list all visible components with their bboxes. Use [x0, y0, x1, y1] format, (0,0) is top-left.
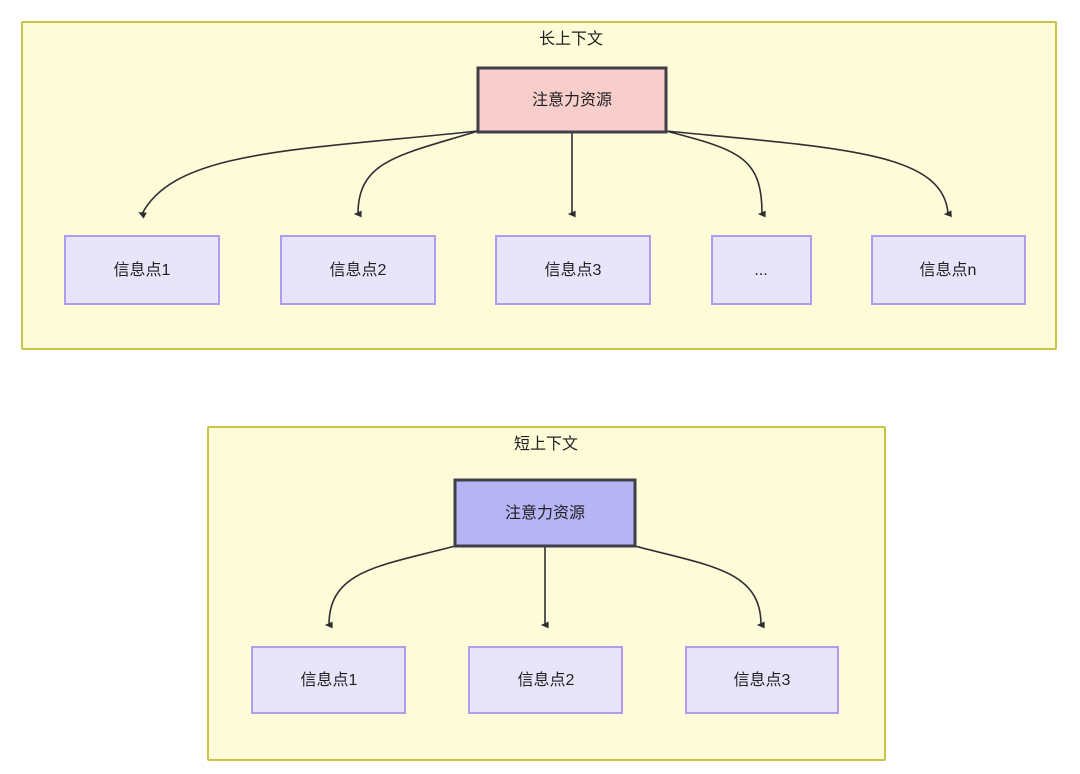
node-info-point-long-n-label: 信息点n [920, 261, 977, 279]
panel-short-context-title: 短上下文 [514, 435, 578, 453]
panel-long-context: 长上下文 注意力资源 信息点1 信息点2 [21, 21, 1057, 350]
node-info-point-long-n[interactable]: 信息点n [871, 235, 1026, 305]
node-attention-resource-long[interactable]: 注意力资源 [476, 66, 668, 134]
node-info-point-long-2-label: 信息点2 [330, 261, 387, 279]
node-info-point-long-n-box[interactable] [871, 235, 1026, 305]
node-info-point-short-3-box[interactable] [685, 646, 839, 714]
node-info-point-short-2-label: 信息点2 [518, 671, 575, 689]
node-attention-resource-long-box[interactable] [476, 66, 668, 134]
node-info-point-long-1-label: 信息点1 [114, 261, 171, 279]
node-attention-resource-short-box[interactable] [453, 478, 637, 548]
node-info-point-short-1-label: 信息点1 [301, 671, 358, 689]
panel-short-context: 短上下文 注意力资源 信息点1 信息点2 [207, 426, 886, 761]
node-attention-resource-short-label: 注意力资源 [505, 503, 585, 522]
edge-group-short [324, 545, 765, 629]
node-info-point-short-1-box[interactable] [251, 646, 406, 714]
edge-hub-to-leaf-4 [665, 130, 766, 218]
node-info-point-short-3-label: 信息点3 [734, 671, 791, 689]
edge-hub-to-leaf-short-3 [634, 545, 765, 629]
node-info-point-short-3[interactable]: 信息点3 [685, 646, 839, 714]
edge-hub-to-leaf-5 [665, 130, 952, 218]
node-info-point-long-ellipsis-box[interactable] [711, 235, 812, 305]
edge-group-long [138, 130, 952, 219]
panel-long-context-title: 长上下文 [539, 30, 603, 48]
node-info-point-long-2-box[interactable] [280, 235, 436, 305]
edge-hub-to-leaf-2 [353, 130, 479, 218]
node-info-point-short-2[interactable]: 信息点2 [468, 646, 623, 714]
node-attention-resource-long-label: 注意力资源 [532, 90, 612, 109]
edge-hub-to-leaf-short-1 [324, 545, 456, 629]
node-info-point-short-2-box[interactable] [468, 646, 623, 714]
node-info-point-long-3-box[interactable] [495, 235, 651, 305]
node-attention-resource-short[interactable]: 注意力资源 [453, 478, 637, 548]
node-info-point-long-1-box[interactable] [64, 235, 220, 305]
node-info-point-long-ellipsis-label: ... [754, 262, 767, 279]
node-info-point-long-3[interactable]: 信息点3 [495, 235, 651, 305]
node-info-point-long-2[interactable]: 信息点2 [280, 235, 436, 305]
edge-hub-to-leaf-1 [138, 130, 479, 219]
node-info-point-short-1[interactable]: 信息点1 [251, 646, 406, 714]
node-info-point-long-1[interactable]: 信息点1 [64, 235, 220, 305]
node-info-point-long-3-label: 信息点3 [545, 261, 602, 279]
node-info-point-long-ellipsis[interactable]: ... [711, 235, 812, 305]
